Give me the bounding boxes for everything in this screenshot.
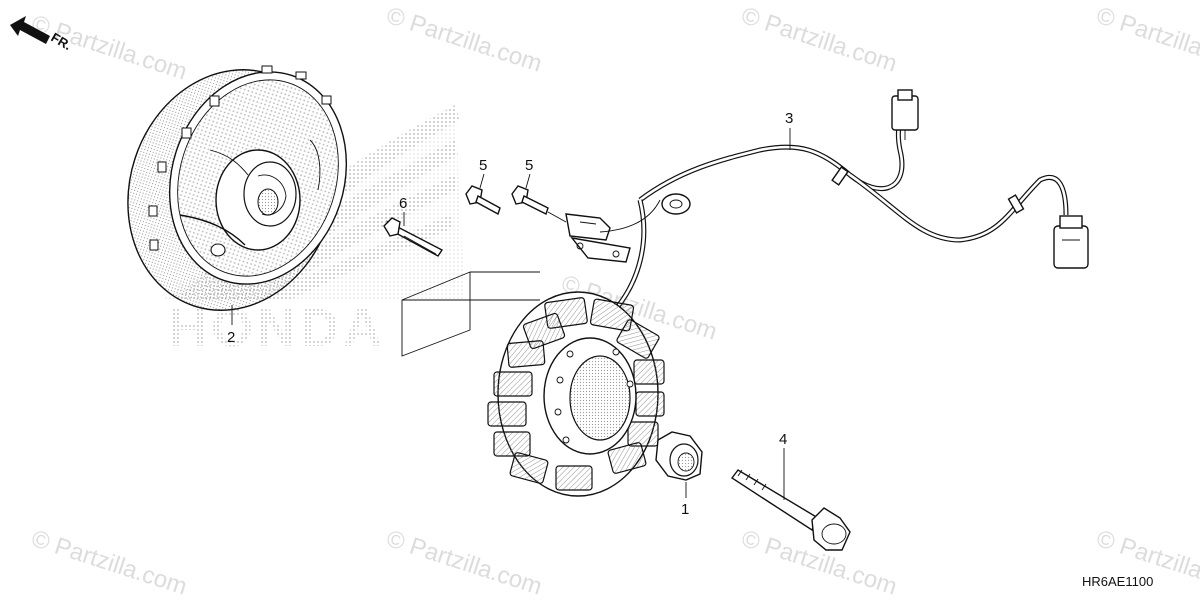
- washer: [655, 431, 703, 481]
- pulse-generator: [547, 211, 631, 263]
- diagram-code: HR6AE1100: [1082, 574, 1153, 589]
- watermark: © Partzilla.com: [1093, 2, 1200, 78]
- stator-bolt: [383, 217, 444, 257]
- callout-washer: 1: [681, 501, 689, 518]
- watermark: © Partzilla.com: [28, 10, 190, 86]
- stator: [401, 271, 665, 497]
- flywheel: [127, 65, 348, 311]
- watermark: © Partzilla.com: [383, 2, 545, 78]
- callout-flywheel: 2: [227, 329, 235, 346]
- watermark: © Partzilla.com: [383, 525, 545, 600]
- watermark: © Partzilla.com: [738, 2, 900, 78]
- callout-flywheel-bolt: 4: [779, 431, 787, 448]
- callout-pulse-bolt-b: 5: [525, 157, 533, 174]
- callout-stator-bolt: 6: [399, 195, 407, 212]
- flywheel-bolt: [730, 469, 851, 551]
- pulse-generator-bolt-b: [511, 185, 549, 215]
- wire-harness: [599, 89, 1089, 312]
- callouts: 2 6 5 5 3 1 4: [227, 110, 793, 518]
- callout-pulse-bolt-a: 5: [479, 157, 487, 174]
- leader-lines: [231, 128, 791, 500]
- watermark: © Partzilla.com: [28, 525, 190, 600]
- pulse-generator-bolt-a: [465, 185, 501, 216]
- callout-wire-harness: 3: [785, 110, 793, 127]
